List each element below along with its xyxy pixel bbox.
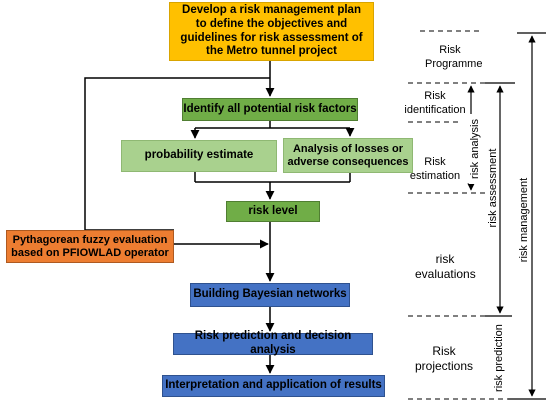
flow-connectors [84,61,355,374]
bracket-label-analysis: risk analysis [469,114,481,184]
stage-separators [408,30,508,400]
stage-label-estimation: Risk estimation [409,156,461,182]
losses-box: Analysis of losses or adverse consequenc… [283,138,413,173]
stage-label-programme: Risk Programme [425,44,483,70]
bayesian-box: Building Bayesian networks [190,283,350,307]
identify-box: Identify all potential risk factors [182,98,358,121]
risk-level-box: risk level [226,201,320,222]
stage-label-projections: Risk projections [414,344,474,373]
pythagorean-box: Pythagorean fuzzy evaluation based on PF… [6,230,174,263]
stage-label-identification: Risk identification [404,90,466,116]
bracket-label-management: risk management [518,170,530,270]
prediction-box: Risk prediction and decision analysis [173,330,373,356]
bracket-label-assessment: risk assessment [487,143,499,233]
bracket-lines [467,32,546,400]
probability-box: probability estimate [121,140,277,172]
bracket-label-prediction: risk prediction [493,318,505,398]
plan-box: Develop a risk management plan to define… [169,2,374,61]
stage-label-evaluations: risk evaluations [415,252,476,281]
interpretation-box: Interpretation and application of result… [162,375,385,397]
